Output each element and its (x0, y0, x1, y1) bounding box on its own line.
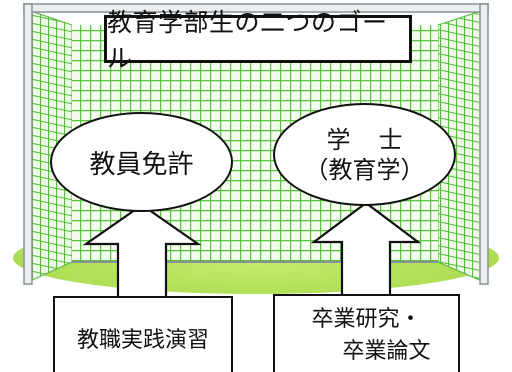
right-post (479, 3, 489, 285)
source-graduation-research-label: 卒業研究・ (311, 307, 422, 333)
diagram-title: 教育学部生の二つのゴール (104, 8, 412, 73)
goal-teaching-license-label: 教員免許 (89, 149, 194, 180)
diagram-title-text: 教育学部生の二つのゴール (107, 8, 388, 73)
goal-bachelor-degree-label: 学士 (326, 125, 431, 154)
source-teaching-practicum-label: 教職実践演習 (76, 328, 209, 353)
goal-bachelor-degree: 学士 （教育学） (273, 103, 456, 206)
goal-bachelor-degree-field: （教育学） (304, 155, 425, 184)
source-teaching-practicum: 教職実践演習 (53, 296, 233, 372)
goal-teaching-license: 教員免許 (50, 112, 233, 212)
source-graduation-research: 卒業研究・ 卒業論文 (273, 294, 460, 372)
left-post (23, 3, 33, 285)
source-graduation-thesis-label: 卒業論文 (342, 339, 431, 364)
